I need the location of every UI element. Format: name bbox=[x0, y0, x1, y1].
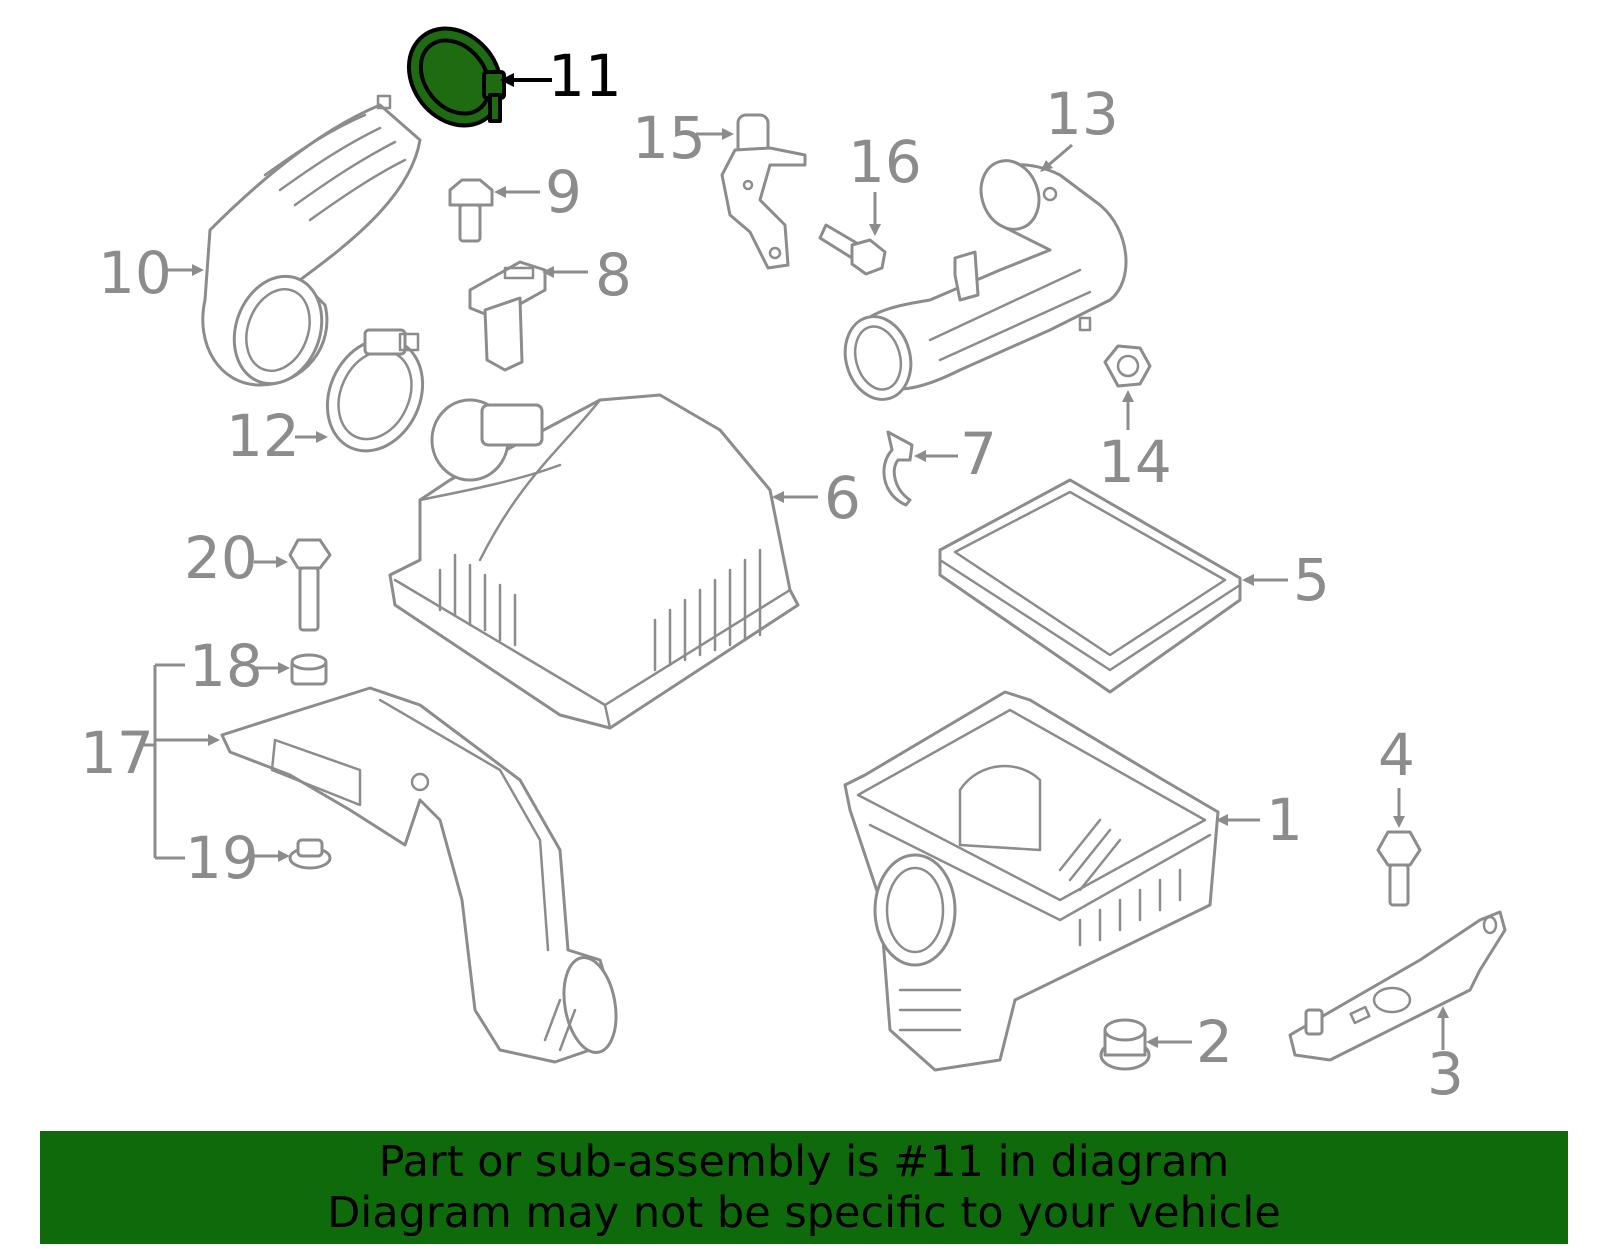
callout-19: 19 bbox=[185, 824, 259, 892]
callout-14: 14 bbox=[1098, 428, 1172, 496]
arrow-20 bbox=[276, 556, 288, 568]
callout-3: 3 bbox=[1427, 1040, 1464, 1108]
arrow-14 bbox=[1122, 390, 1134, 402]
arrow-15 bbox=[722, 128, 734, 140]
arrow-16 bbox=[869, 224, 881, 236]
info-banner: Part or sub-assembly is #11 in diagram D… bbox=[40, 1131, 1568, 1244]
part-11-clamp[interactable] bbox=[390, 10, 520, 144]
banner-line-part: Part or sub-assembly is #11 in diagram bbox=[378, 1137, 1230, 1187]
arrow-7 bbox=[914, 450, 926, 462]
callout-18: 18 bbox=[189, 632, 263, 700]
part-18-grommet[interactable] bbox=[290, 653, 328, 686]
callout-13: 13 bbox=[1045, 80, 1119, 148]
part-2-grommet[interactable] bbox=[1099, 1018, 1151, 1071]
arrow-1 bbox=[1216, 814, 1228, 826]
callout-5: 5 bbox=[1293, 546, 1330, 614]
part-17-duct[interactable] bbox=[220, 686, 623, 1064]
callout-17: 17 bbox=[80, 719, 154, 787]
part-14-grommet[interactable] bbox=[1103, 344, 1152, 388]
callout-1: 1 bbox=[1266, 786, 1303, 854]
arrow-12 bbox=[316, 431, 328, 443]
part-19-nut[interactable] bbox=[288, 838, 332, 870]
parts-diagram: 10 12 9 8 11 15 16 13 14 7 6 5 1 2 4 3 2… bbox=[80, 10, 1507, 1108]
arrow-6 bbox=[772, 491, 784, 503]
arrow-13 bbox=[1040, 160, 1053, 172]
part-20-bolt[interactable] bbox=[288, 538, 332, 632]
arrow-11 bbox=[500, 73, 514, 87]
part-16-bolt[interactable] bbox=[818, 223, 887, 276]
callout-7: 7 bbox=[960, 420, 997, 488]
callout-2: 2 bbox=[1196, 1008, 1233, 1076]
callout-6: 6 bbox=[824, 464, 861, 532]
leader-17 bbox=[140, 663, 214, 860]
callout-20: 20 bbox=[184, 524, 258, 592]
part-10-intake-hose[interactable] bbox=[201, 94, 422, 396]
arrow-3 bbox=[1437, 1006, 1449, 1018]
part-7-clip[interactable] bbox=[882, 430, 914, 507]
arrow-17 bbox=[208, 734, 220, 746]
callout-8: 8 bbox=[595, 241, 632, 309]
callout-15: 15 bbox=[632, 104, 706, 172]
arrow-19 bbox=[278, 850, 290, 862]
arrow-4 bbox=[1393, 816, 1405, 828]
banner-line-disclaimer: Diagram may not be specific to your vehi… bbox=[327, 1188, 1281, 1238]
arrow-2 bbox=[1146, 1036, 1158, 1048]
arrow-10 bbox=[192, 264, 204, 276]
callout-10: 10 bbox=[98, 239, 172, 307]
callout-11: 11 bbox=[548, 42, 622, 110]
part-5-filter[interactable] bbox=[938, 478, 1242, 694]
part-3-bracket[interactable] bbox=[1288, 910, 1507, 1062]
callout-4: 4 bbox=[1378, 721, 1415, 789]
callout-9: 9 bbox=[545, 158, 582, 226]
arrow-9 bbox=[494, 186, 506, 198]
part-15-bracket[interactable] bbox=[720, 113, 807, 270]
part-6-cover[interactable] bbox=[388, 393, 800, 730]
part-13-air-duct[interactable] bbox=[836, 153, 1128, 407]
callout-16: 16 bbox=[848, 128, 922, 196]
arrow-5 bbox=[1242, 574, 1254, 586]
part-4-bolt[interactable] bbox=[1376, 830, 1422, 907]
part-12-clamp[interactable] bbox=[310, 323, 441, 466]
arrow-8 bbox=[542, 266, 554, 278]
part-9-bolt[interactable] bbox=[448, 178, 494, 243]
part-1-housing[interactable] bbox=[843, 690, 1220, 1072]
arrow-18 bbox=[278, 662, 290, 674]
part-8-sensor[interactable] bbox=[468, 260, 547, 372]
callout-12: 12 bbox=[226, 402, 300, 470]
